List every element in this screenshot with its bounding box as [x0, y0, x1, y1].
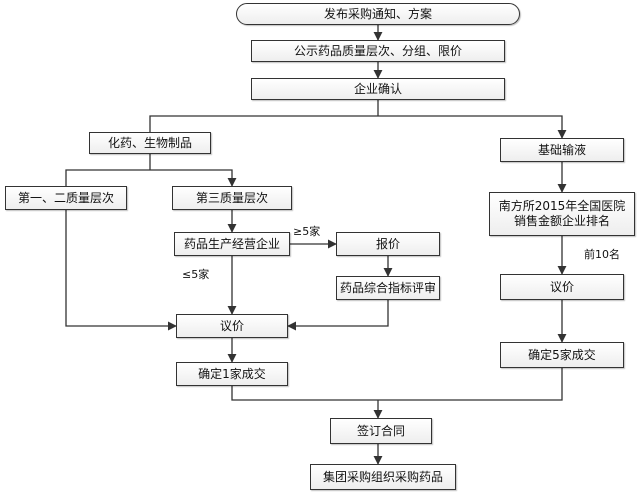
edge-q12-negotiate [65, 210, 177, 331]
node-quality-level-1-2: 第一、二质量层次 [5, 186, 127, 210]
node-quality-level-3: 第三质量层次 [172, 186, 292, 210]
node-basic-infusion: 基础输液 [500, 138, 624, 162]
node-announce-quality: 公示药品质量层次、分组、限价 [251, 40, 505, 62]
node-comprehensive-evaluation: 药品综合指标评审 [336, 276, 440, 300]
node-enterprise-confirm: 企业确认 [251, 78, 505, 100]
edge-deals-contract [231, 368, 563, 418]
edge-label-le5: ≤5家 [182, 268, 210, 281]
edge-label-top10: 前10名 [584, 248, 620, 261]
edge-chem-quality [65, 154, 232, 186]
node-sign-contract: 签订合同 [330, 418, 432, 444]
node-sales-ranking: 南方所2015年全国医院 销售金额企业排名 [489, 192, 635, 236]
node-drug-producer: 药品生产经营企业 [174, 232, 290, 256]
node-deal-one: 确定1家成交 [176, 362, 288, 386]
edge-evaluate-negotiate [287, 300, 389, 331]
node-publish-notice: 发布采购通知、方案 [236, 3, 520, 25]
node-negotiate-left: 议价 [176, 314, 288, 338]
node-group-purchase: 集团采购组织采购药品 [310, 464, 456, 490]
node-quote: 报价 [336, 232, 440, 256]
edge-confirm-branches [149, 100, 562, 138]
node-chemical-biological: 化药、生物制品 [89, 132, 211, 154]
node-negotiate-right: 议价 [500, 274, 624, 300]
node-sales-ranking-line-2: 销售金额企业排名 [513, 214, 610, 228]
node-sales-ranking-line-1: 南方所2015年全国医院 [498, 199, 626, 213]
node-deal-five: 确定5家成交 [500, 342, 624, 368]
edge-label-ge5: ≥5家 [293, 225, 321, 238]
